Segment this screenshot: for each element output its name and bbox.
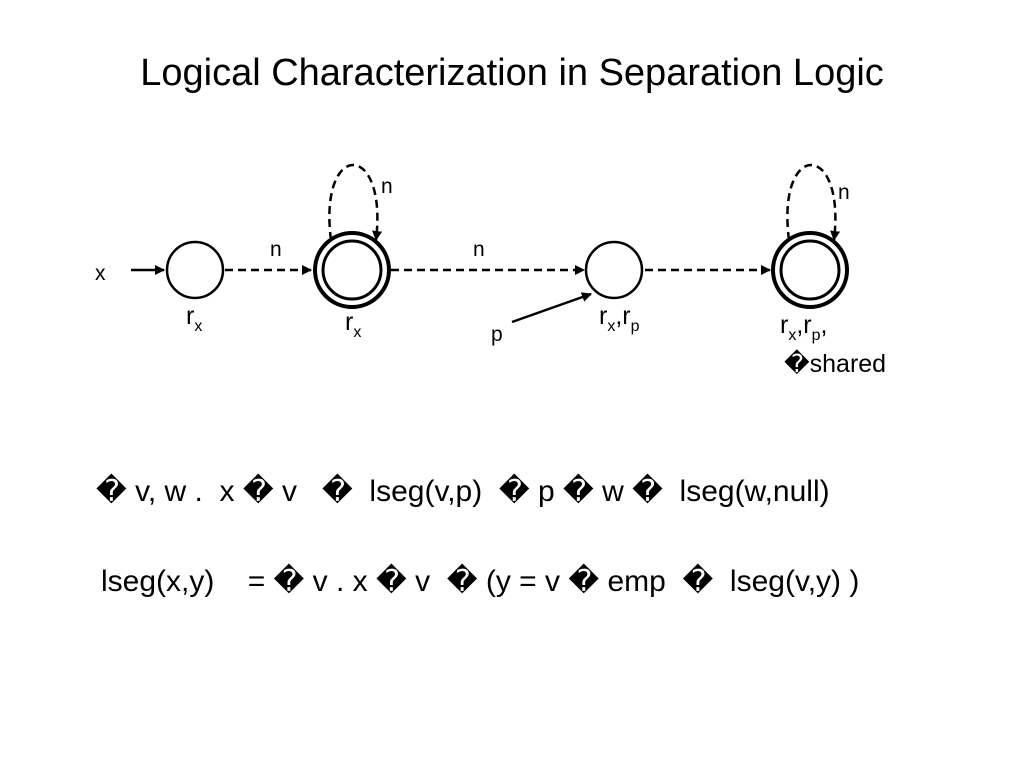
p-pointer-arrow [511, 292, 592, 324]
node-2-label: rx [345, 308, 361, 341]
formula-existential-heap: � v, w . x � v � lseg(v,p) � p � w � lse… [96, 475, 830, 508]
edge-n-label-2: n [473, 238, 485, 261]
variable-p-label: p [491, 323, 503, 346]
formula-lseg-definition: lseg(x,y) = � v . x � v � (y = v � emp �… [101, 565, 860, 598]
node-1-label: rx [186, 302, 202, 335]
edge-n-label-1: n [270, 238, 282, 261]
self-loop-n-label-1: n [381, 175, 393, 198]
self-loop-n-label-2: n [838, 181, 850, 204]
variable-x-label: x [95, 262, 106, 285]
node-1 [165, 240, 225, 300]
node-4-inner [779, 239, 841, 301]
node-4-label: rx,rp, [780, 311, 827, 344]
node-3-label: rx,rp [599, 302, 640, 335]
self-loop-n-node-4 [786, 164, 841, 241]
node-3 [584, 240, 644, 300]
node-2-inner [321, 239, 383, 301]
slide-title: Logical Characterization in Separation L… [140, 52, 884, 94]
self-loop-n-node-2 [328, 164, 383, 241]
node-4-shared-label: �shared [784, 349, 886, 378]
